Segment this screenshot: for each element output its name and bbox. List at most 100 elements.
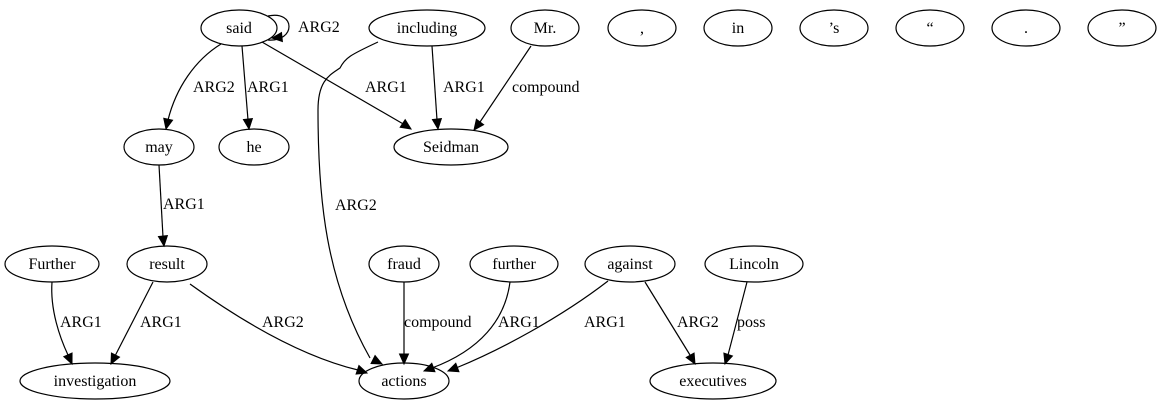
node-comma: , bbox=[607, 9, 677, 47]
edge-line bbox=[158, 164, 164, 238]
edge-arrowhead bbox=[355, 364, 369, 375]
edge-lincoln-executives: poss bbox=[723, 281, 765, 366]
node-against: against bbox=[584, 245, 676, 283]
edge-arrowhead bbox=[157, 234, 169, 248]
node-ellipse bbox=[368, 245, 440, 283]
edge-label: ARG1 bbox=[247, 79, 289, 96]
node-ellipse bbox=[393, 128, 509, 166]
node-ellipse bbox=[703, 9, 773, 47]
edge-against-executives: ARG2 bbox=[644, 281, 719, 366]
node-label: ” bbox=[1118, 20, 1125, 37]
node-label: result bbox=[149, 256, 185, 273]
node-ellipse bbox=[126, 245, 208, 283]
edge-against-actions: ARG1 bbox=[446, 280, 626, 373]
node-ellipse bbox=[19, 362, 171, 400]
edge-line bbox=[431, 281, 511, 369]
node-mr: Mr. bbox=[510, 9, 580, 47]
node-ellipse bbox=[200, 9, 278, 47]
edge-line bbox=[167, 43, 222, 121]
edge-label: ARG1 bbox=[140, 314, 182, 331]
edge-label: ARG1 bbox=[365, 79, 407, 96]
edge-label: ARG2 bbox=[298, 19, 340, 36]
node-apos_s: ’s bbox=[799, 9, 869, 47]
node-ellipse bbox=[704, 245, 804, 283]
edge-said-he: ARG1 bbox=[241, 45, 289, 131]
node-said: said bbox=[200, 9, 278, 47]
edge-label: ARG1 bbox=[443, 79, 485, 96]
node-label: , bbox=[640, 20, 644, 37]
edge-arrowhead bbox=[473, 118, 485, 131]
node-label: . bbox=[1024, 20, 1028, 37]
node-label: executives bbox=[679, 373, 747, 390]
edge-line bbox=[431, 45, 438, 121]
node-fraud: fraud bbox=[368, 245, 440, 283]
edge-line bbox=[51, 281, 69, 356]
edge-further_cap-investigation: ARG1 bbox=[51, 281, 102, 366]
node-lquote: “ bbox=[895, 9, 965, 47]
node-ellipse bbox=[1087, 9, 1157, 47]
edge-label: compound bbox=[404, 314, 472, 331]
node-ellipse bbox=[368, 9, 486, 47]
edge-arrowhead bbox=[163, 117, 174, 131]
node-further: further bbox=[469, 245, 559, 283]
edge-line bbox=[455, 280, 609, 369]
edge-label: compound bbox=[512, 79, 580, 96]
node-label: “ bbox=[926, 20, 933, 37]
edge-label: ARG1 bbox=[60, 314, 102, 331]
edge-line bbox=[114, 281, 154, 357]
edge-arrowhead bbox=[62, 352, 73, 366]
node-ellipse bbox=[218, 128, 290, 166]
edge-line bbox=[241, 45, 249, 121]
edge-arrowhead bbox=[370, 354, 384, 365]
node-further_cap: Further bbox=[4, 245, 100, 283]
node-label: in bbox=[732, 20, 744, 37]
edge-label: ARG2 bbox=[677, 314, 719, 331]
edge-arrowhead bbox=[446, 362, 460, 373]
edge-arrowhead bbox=[399, 118, 413, 130]
edge-including-seidman: ARG1 bbox=[431, 45, 485, 131]
node-ellipse bbox=[799, 9, 869, 47]
edge-mr-seidman: compound bbox=[473, 45, 580, 131]
node-ellipse bbox=[649, 362, 777, 400]
edge-line bbox=[727, 281, 748, 356]
node-label: he bbox=[246, 139, 261, 156]
edge-line bbox=[317, 41, 379, 359]
edge-label: ARG2 bbox=[193, 79, 235, 96]
node-executives: executives bbox=[649, 362, 777, 400]
node-label: Mr. bbox=[534, 20, 557, 37]
edge-line bbox=[189, 283, 359, 371]
node-label: Seidman bbox=[423, 139, 479, 156]
node-ellipse bbox=[469, 245, 559, 283]
node-result: result bbox=[126, 245, 208, 283]
edge-arrowhead bbox=[685, 352, 696, 366]
node-ellipse bbox=[123, 128, 195, 166]
node-label: said bbox=[226, 20, 252, 37]
edge-line bbox=[479, 45, 532, 123]
node-label: Further bbox=[28, 256, 76, 273]
edge-label: poss bbox=[737, 314, 765, 331]
edge-arrowhead bbox=[398, 353, 410, 366]
node-investigation: investigation bbox=[19, 362, 171, 400]
edge-further-actions: ARG1 bbox=[422, 281, 540, 373]
node-actions: actions bbox=[358, 362, 450, 400]
edge-including-actions: ARG2 bbox=[317, 41, 384, 365]
edge-label: ARG1 bbox=[498, 314, 540, 331]
node-rquote: ” bbox=[1087, 9, 1157, 47]
edge-label: ARG2 bbox=[335, 197, 377, 214]
edge-result-actions: ARG2 bbox=[189, 283, 369, 375]
edge-label: ARG1 bbox=[584, 314, 626, 331]
edge-result-investigation: ARG1 bbox=[110, 281, 182, 366]
edge-arrowhead bbox=[723, 352, 734, 366]
edge-arrowhead bbox=[431, 117, 443, 131]
node-he: he bbox=[218, 128, 290, 166]
node-lincoln: Lincoln bbox=[704, 245, 804, 283]
node-label: investigation bbox=[54, 373, 137, 390]
node-period: . bbox=[991, 9, 1061, 47]
edge-arrowhead bbox=[242, 117, 254, 131]
edge-said-seidman: ARG1 bbox=[261, 41, 413, 130]
node-label: against bbox=[607, 256, 653, 273]
edge-said-said: ARG2 bbox=[267, 14, 340, 43]
node-label: actions bbox=[381, 373, 426, 390]
